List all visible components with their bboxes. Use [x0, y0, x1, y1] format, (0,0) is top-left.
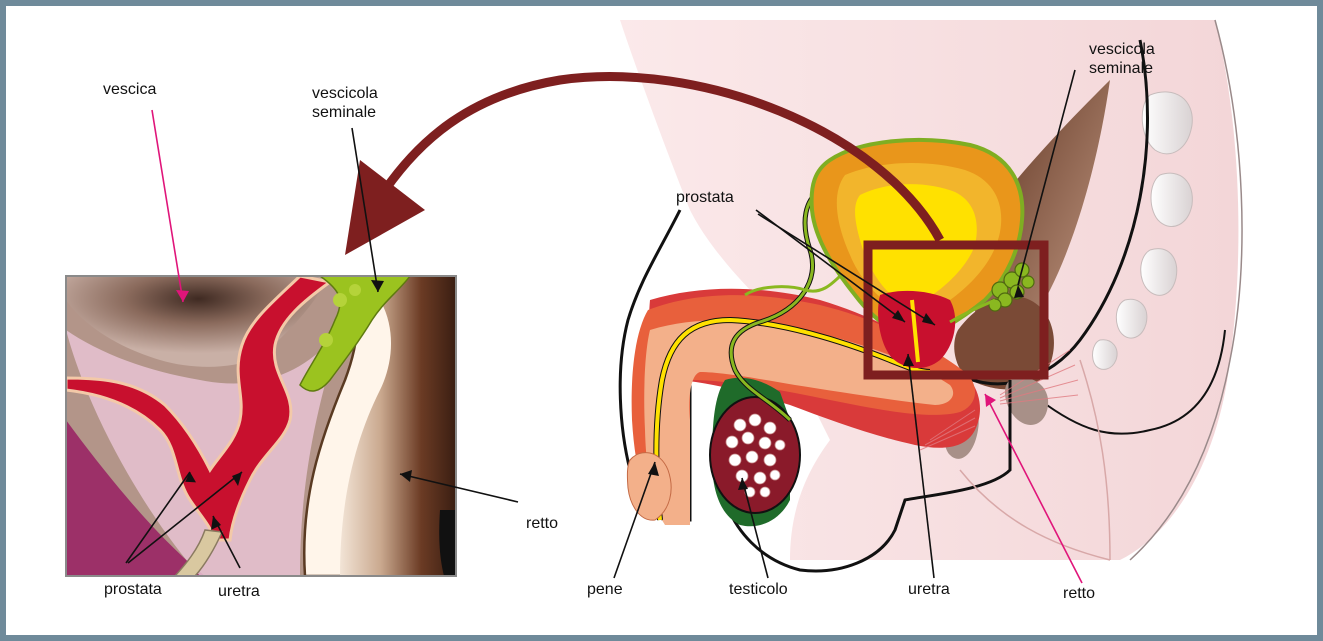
label-retto-main: retto	[1063, 584, 1095, 603]
label-testicolo: testicolo	[729, 580, 788, 599]
label-vescica: vescica	[103, 80, 156, 99]
label-vescicola-main-line2: seminale	[1089, 59, 1155, 78]
label-vescicola-inset-line2: seminale	[312, 103, 378, 122]
label-prostata-inset: prostata	[104, 580, 162, 599]
zoom-arrowhead	[345, 160, 425, 255]
main-anatomy	[620, 20, 1242, 571]
label-vescicola-main-line1: vescicola	[1089, 40, 1155, 59]
label-vescicola-seminale-inset: vescicola seminale	[312, 84, 378, 122]
label-retto-inset: retto	[526, 514, 558, 533]
label-prostata-main: prostata	[676, 188, 734, 207]
label-pene: pene	[587, 580, 623, 599]
label-uretra-inset: uretra	[218, 582, 260, 601]
label-vescicola-inset-line1: vescicola	[312, 84, 378, 103]
label-uretra-main: uretra	[908, 580, 950, 599]
label-vescicola-seminale-main: vescicola seminale	[1089, 40, 1155, 78]
inset-panel	[66, 276, 456, 576]
